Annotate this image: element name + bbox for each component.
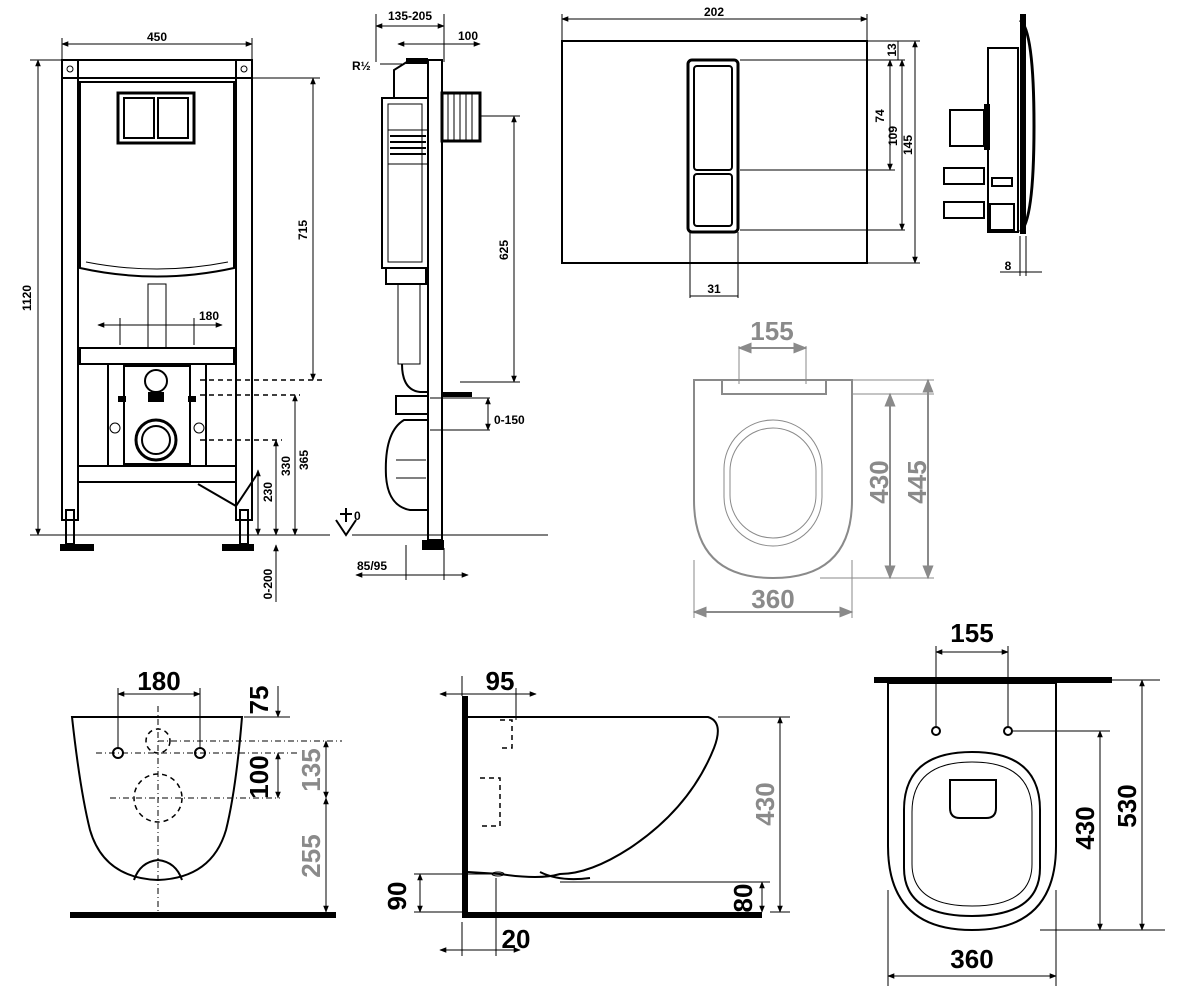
floor-line	[70, 912, 336, 918]
dim-back-height-135: 135	[296, 748, 326, 791]
dim-back-height-255: 255	[296, 834, 326, 877]
dim-depth-135-205: 135-205	[388, 9, 432, 23]
dim-thread-r12: R½	[352, 59, 371, 73]
dim-back-height-100: 100	[244, 755, 274, 798]
dim-side-offset-95: 95	[486, 666, 515, 696]
dim-spacing-180: 180	[199, 309, 219, 323]
dim-side-height-80: 80	[728, 884, 758, 913]
flush-plate-front-view: 202 13 74 109 145 31	[561, 5, 920, 298]
bowl-side-view: 95 430 80 90 20	[382, 666, 790, 956]
dim-offset-13: 13	[885, 43, 899, 57]
seat-outline	[693, 379, 853, 580]
flush-plate-side-view: 8	[943, 14, 1042, 276]
dim-depth-8: 8	[1005, 259, 1012, 273]
flush-button-full	[693, 65, 733, 171]
dim-range-0-200: 0-200	[261, 568, 275, 599]
bowl-back-view: 180 75 100 135 255	[70, 666, 342, 918]
dim-seat-spacing-155: 155	[750, 316, 793, 346]
dim-seat-length-445: 445	[902, 460, 932, 503]
dim-top-spacing-155: 155	[950, 618, 993, 648]
dim-seat-width-360: 360	[751, 584, 794, 614]
frame-front-view: 450 1120 715 180 365 330 230 0-200 0	[20, 30, 361, 602]
dim-top-width-360: 360	[950, 944, 993, 974]
dim-height-625: 625	[497, 240, 511, 260]
dim-height-109: 109	[886, 126, 900, 146]
dim-height-1120: 1120	[20, 285, 34, 311]
dim-side-height-90: 90	[382, 882, 412, 911]
flush-plate	[561, 40, 868, 264]
dim-button-31: 31	[707, 282, 721, 296]
dim-top-length-430: 430	[1070, 806, 1100, 849]
connection-bellows	[387, 129, 429, 165]
flush-button-half	[693, 173, 733, 227]
dim-zero-level: 0	[354, 509, 361, 523]
dim-height-230: 230	[261, 482, 275, 502]
wall-line-top	[874, 677, 1112, 683]
dim-seat-length-430: 430	[864, 460, 894, 503]
bowl-top-outline	[887, 682, 1057, 932]
seat-opening	[723, 419, 823, 547]
dim-height-145: 145	[901, 135, 915, 155]
dim-depth-85-95: 85/95	[357, 559, 387, 573]
dim-offset-0-150: 0-150	[494, 413, 525, 427]
bowl-side-outline	[467, 716, 719, 878]
dim-top-length-530: 530	[1112, 784, 1142, 827]
dim-back-offset-75: 75	[244, 686, 274, 715]
dim-back-spacing-180: 180	[137, 666, 180, 696]
dim-height-330: 330	[279, 456, 293, 476]
dim-width-450: 450	[147, 30, 167, 44]
frame-side-view: 135-205 100 R½ 625 0-150 85/95	[352, 9, 548, 580]
dim-depth-100: 100	[458, 29, 478, 43]
frame-body	[30, 59, 330, 551]
dim-height-74: 74	[873, 109, 887, 123]
bowl-top-view: 155 430 530 360	[874, 618, 1165, 986]
dim-width-202: 202	[704, 5, 724, 19]
flush-button-frame	[686, 58, 740, 234]
frame-dimension-lines	[30, 38, 357, 602]
side-dimension-lines	[355, 14, 520, 580]
dim-height-715: 715	[296, 220, 310, 240]
dim-side-height-430: 430	[750, 782, 780, 825]
seat-top-view: 155 430 445 360	[692, 316, 934, 618]
wall-line	[462, 696, 468, 916]
dim-side-offset-20: 20	[502, 924, 531, 954]
side-body	[352, 58, 548, 550]
dim-height-365: 365	[297, 450, 311, 470]
